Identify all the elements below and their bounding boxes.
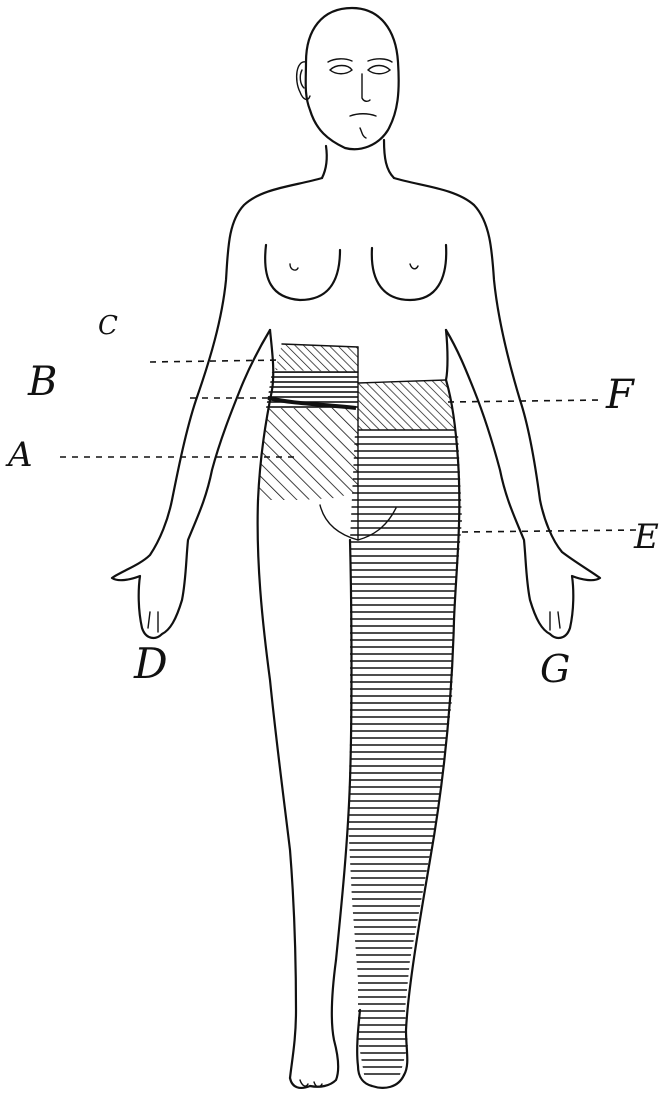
leader-f [448,400,600,402]
mouth [350,114,376,116]
leader-e [462,530,636,532]
right-breast [372,245,446,300]
left-foot [290,960,338,1088]
label-c: C [98,311,118,341]
left-eye [330,66,352,74]
leader-c [150,360,282,362]
hatch-left-lower-abdomen [258,408,358,500]
label-g: G [540,647,570,691]
label-e: E [633,517,659,557]
hatch-left-upper-band [275,344,358,372]
label-d: D [133,639,168,688]
head [306,8,399,149]
label-b: B [27,359,57,405]
label-a: A [5,435,33,475]
hatched-zones [258,344,470,1088]
hatch-right-band [358,380,455,430]
right-eye [368,66,390,74]
left-breast [265,245,340,300]
label-f: F [605,372,635,418]
hatch-right-leg [340,428,470,1088]
left-ear [297,62,310,100]
nose [362,74,370,101]
